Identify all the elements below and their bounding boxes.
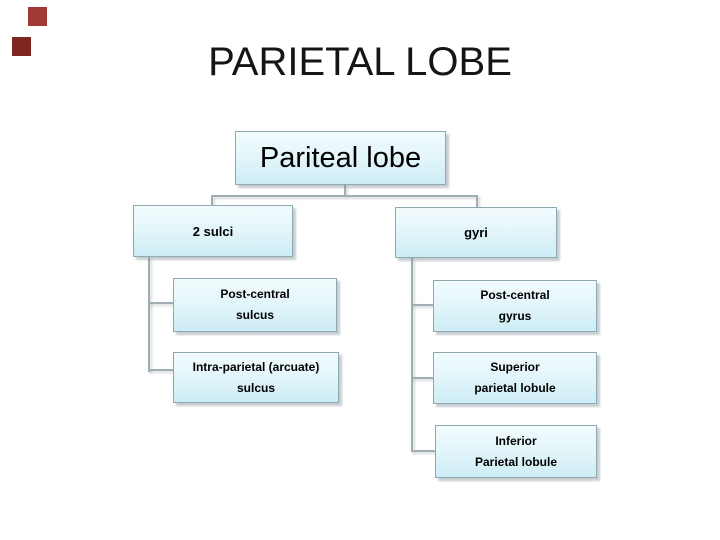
connector-root-stub — [344, 185, 346, 196]
node-gyri: gyri — [395, 207, 557, 258]
node-post-central-sulcus-line1: Post-central — [220, 287, 290, 301]
node-parietal-lobe-label: Pariteal lobe — [259, 141, 422, 174]
node-inferior-parietal-lobule-line1: Inferior — [495, 433, 537, 448]
connector-right-stub-3 — [411, 450, 435, 452]
node-intra-parietal-sulcus-line1: Intra-parietal (arcuate) — [192, 359, 320, 374]
connector-left-rail — [148, 257, 150, 372]
connector-gyri-stub — [476, 196, 478, 208]
node-2-sulci: 2 sulci — [133, 205, 293, 257]
decor-square-top — [28, 7, 47, 26]
connector-left-stub-2 — [148, 369, 173, 371]
connector-sulci-stub — [211, 196, 213, 206]
connector-right-stub-2 — [411, 377, 433, 379]
node-parietal-lobe: Pariteal lobe — [235, 131, 446, 185]
node-superior-parietal-lobule-line1: Superior — [490, 360, 540, 374]
node-2-sulci-label: 2 sulci — [192, 223, 234, 239]
decor-square-bottom — [12, 37, 31, 56]
slide-title: PARIETAL LOBE — [208, 40, 512, 84]
node-gyri-label: gyri — [464, 225, 488, 240]
node-post-central-sulcus: Post-central sulcus — [173, 278, 337, 332]
node-superior-parietal-lobule-line2: parietal lobule — [474, 381, 556, 395]
connector-right-rail — [411, 258, 413, 452]
node-intra-parietal-sulcus-line2: sulcus — [236, 380, 275, 395]
connector-main-horizontal — [211, 195, 478, 197]
node-inferior-parietal-lobule: Inferior Parietal lobule — [435, 425, 597, 478]
node-intra-parietal-sulcus: Intra-parietal (arcuate) sulcus — [173, 352, 339, 403]
node-post-central-gyrus: Post-central gyrus — [433, 280, 597, 332]
node-post-central-gyrus-line1: Post-central — [480, 288, 550, 302]
connector-left-stub-1 — [148, 302, 173, 304]
node-post-central-sulcus-line2: sulcus — [235, 308, 274, 322]
connector-right-stub-1 — [411, 304, 433, 306]
node-superior-parietal-lobule: Superior parietal lobule — [433, 352, 597, 404]
node-post-central-gyrus-line2: gyrus — [498, 309, 532, 323]
node-inferior-parietal-lobule-line2: Parietal lobule — [474, 454, 558, 469]
